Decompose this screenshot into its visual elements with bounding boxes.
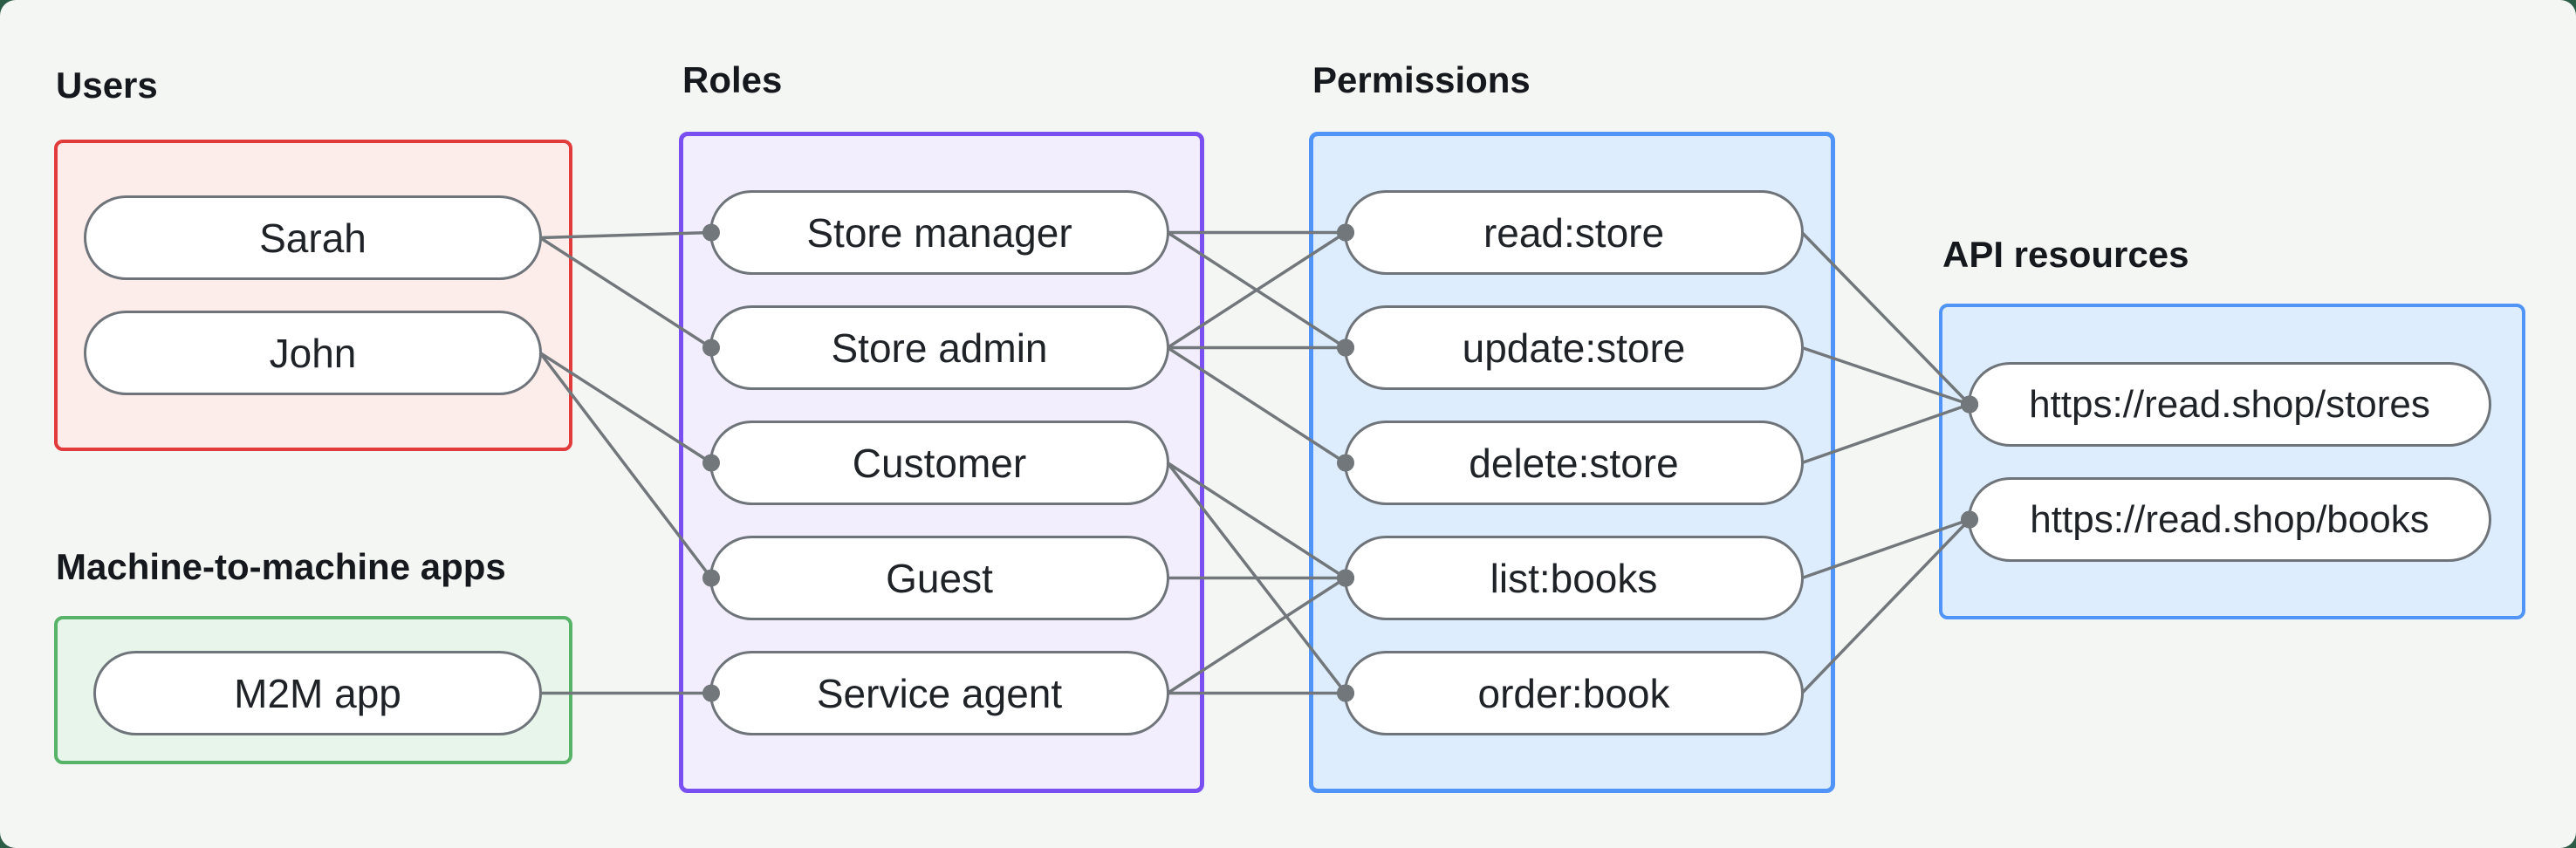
node-m2m-app: M2M app [93,651,542,735]
users-section-label: Users [56,65,158,106]
users-group-box [54,140,572,451]
node-permission-read-store: read:store [1344,190,1804,275]
node-role-guest: Guest [709,536,1169,620]
node-api-resource-books: https://read.shop/books [1968,477,2491,562]
m2m-apps-section-label: Machine-to-machine apps [56,546,506,587]
node-permission-list-books: list:books [1344,536,1804,620]
roles-section-label: Roles [682,59,783,100]
node-api-resource-stores: https://read.shop/stores [1968,362,2491,447]
node-permission-order-book: order:book [1344,651,1804,735]
api-resources-group-box [1939,304,2525,619]
node-role-store-admin: Store admin [709,305,1169,390]
node-user-sarah: Sarah [84,195,542,280]
node-role-service-agent: Service agent [709,651,1169,735]
permissions-section-label: Permissions [1312,59,1531,100]
node-role-customer: Customer [709,421,1169,505]
node-user-john: John [84,311,542,395]
node-permission-update-store: update:store [1344,305,1804,390]
node-permission-delete-store: delete:store [1344,421,1804,505]
node-role-store-manager: Store manager [709,190,1169,275]
api-resources-section-label: API resources [1942,234,2189,275]
